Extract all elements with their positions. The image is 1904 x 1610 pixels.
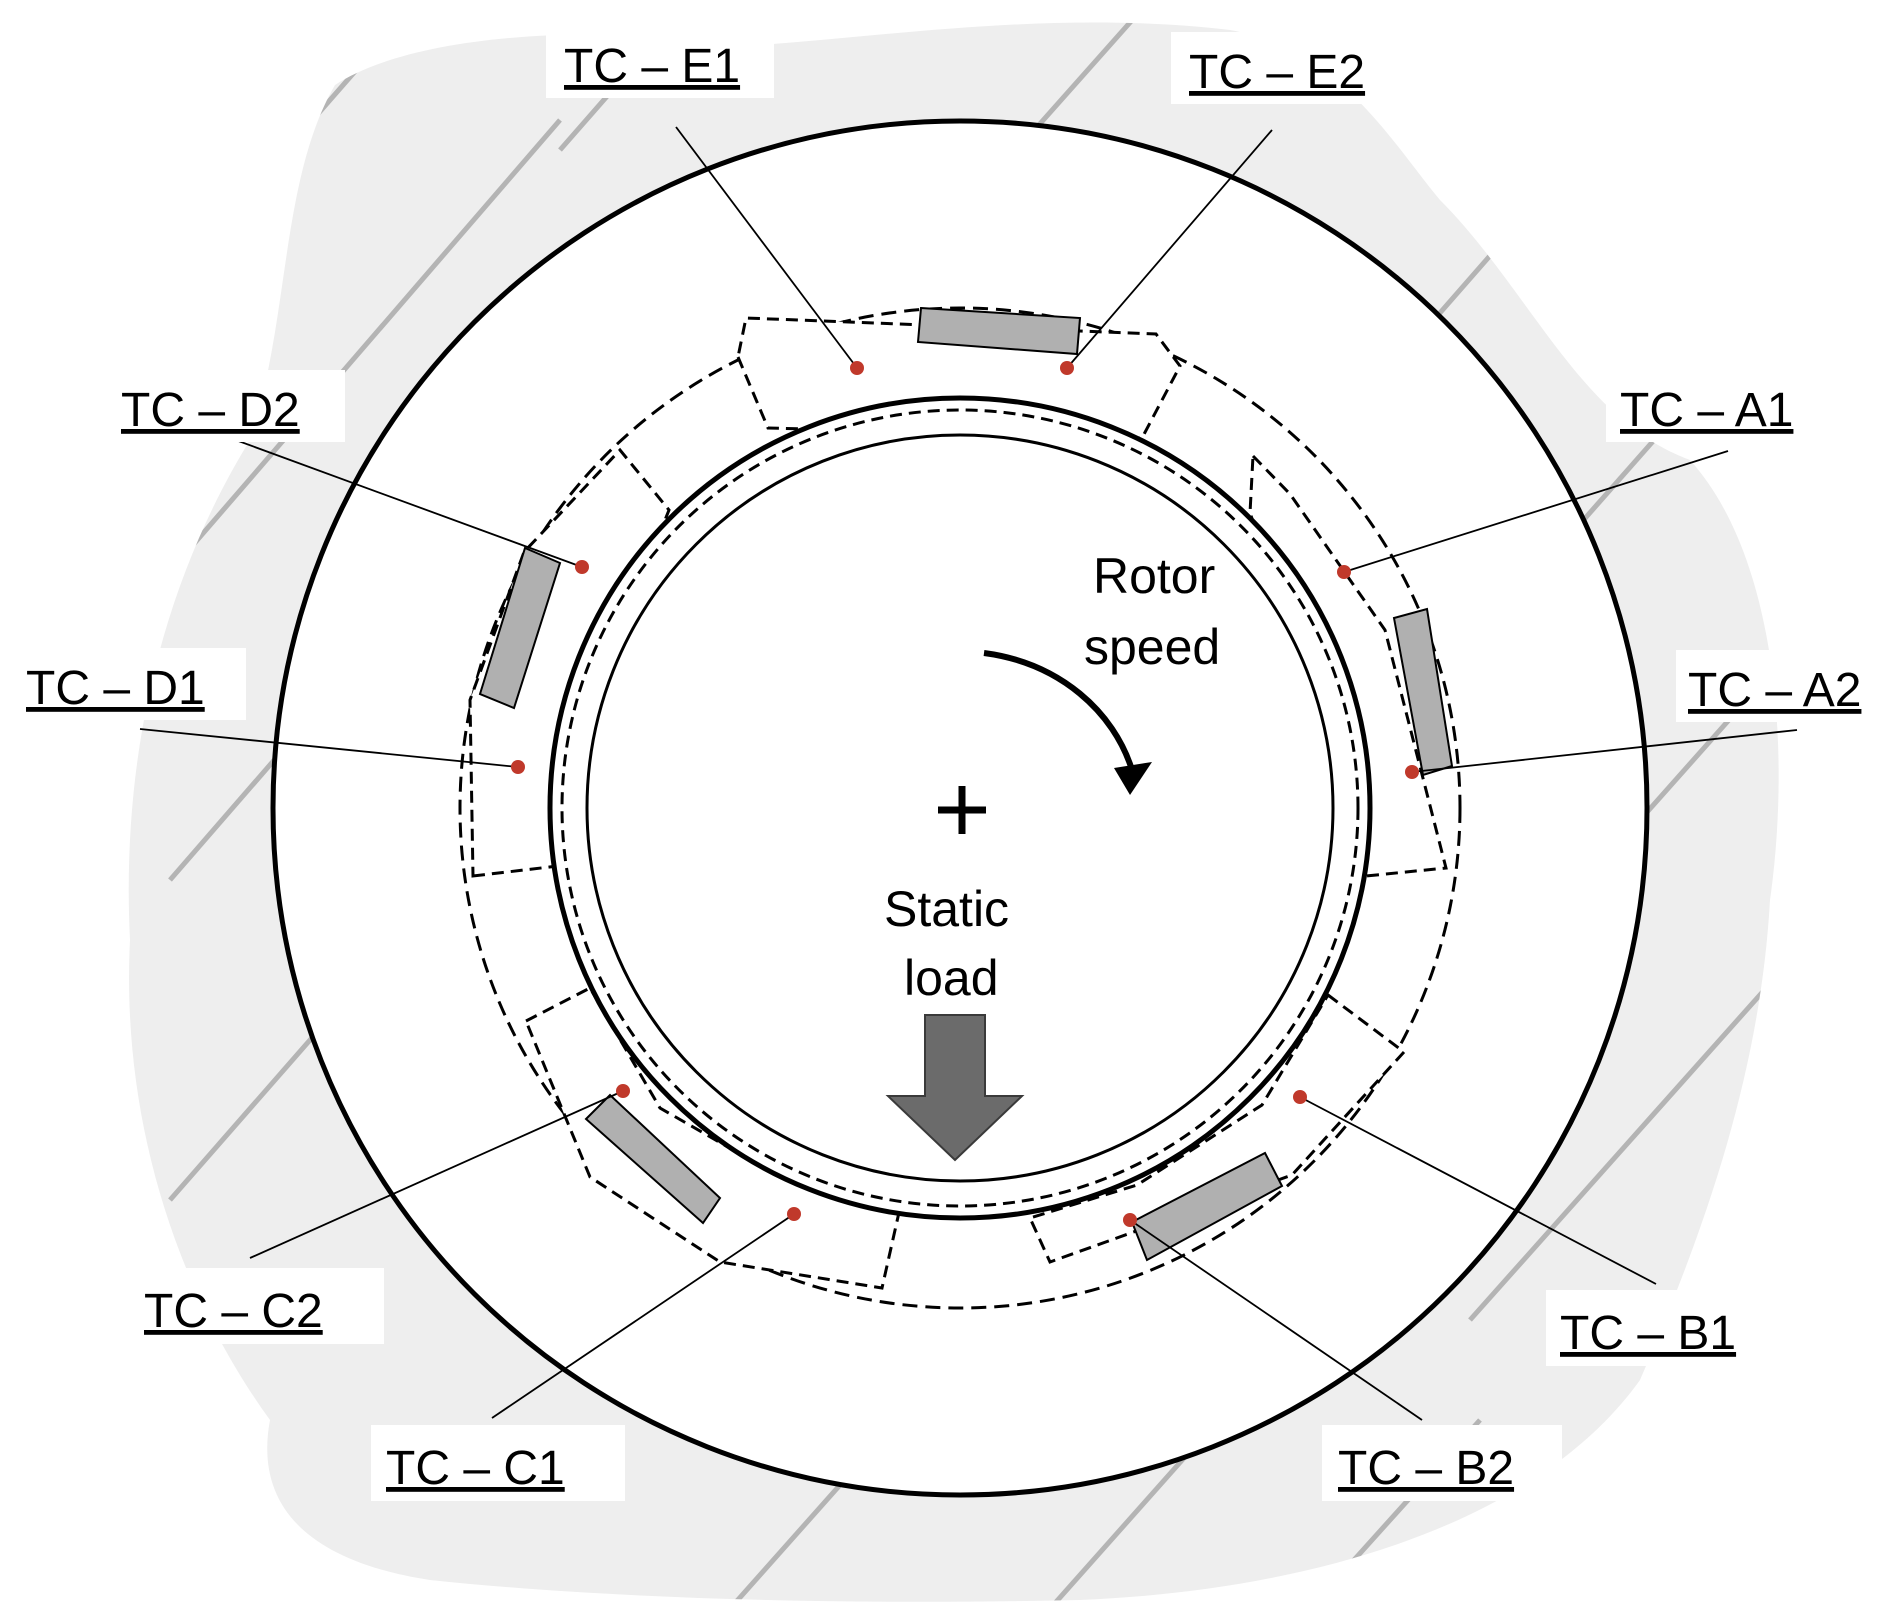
label-bg-B1: [1546, 1290, 1772, 1366]
thermocouple-label-A2: TC – A2: [1688, 664, 1861, 717]
thermocouple-point-B1: [1293, 1090, 1307, 1104]
thermocouple-point-A2: [1405, 765, 1419, 779]
static-load-arrow-icon: [885, 1014, 1025, 1162]
thermocouple-label-E2: TC – E2: [1189, 46, 1365, 99]
pad-insert-lower-right: [1130, 1151, 1284, 1262]
leader-A2: [1411, 729, 1798, 773]
rotor-speed-label-line1: Rotor: [1093, 548, 1215, 604]
thermocouple-label-A1: TC – A1: [1620, 384, 1793, 437]
static-load-label-line1: Static: [884, 881, 1009, 937]
leader-B2: [1129, 1219, 1423, 1421]
thermocouple-point-D1: [511, 760, 525, 774]
thermocouple-label-B2: TC – B2: [1338, 1442, 1514, 1495]
leader-A1: [1343, 450, 1729, 573]
pad-insert-left: [478, 546, 562, 710]
label-bg-C2: [128, 1268, 384, 1344]
rotor-rotation-arrow-icon: [983, 650, 1135, 771]
leader-C1: [491, 1213, 795, 1419]
thermocouple-label-D2: TC – D2: [121, 384, 300, 437]
leader-D1: [139, 728, 519, 768]
leader-C2: [249, 1090, 624, 1259]
pad-box-lower-right: [1027, 992, 1407, 1264]
thermocouple-label-B1: TC – B1: [1560, 1307, 1736, 1360]
inner-dashed-circle: [560, 408, 1360, 1208]
leader-E2: [1066, 129, 1273, 369]
label-bg-E2: [1171, 32, 1399, 104]
leader-D2: [221, 434, 583, 568]
thermocouple-point-C2: [616, 1084, 630, 1098]
label-bg-D2: [105, 370, 345, 442]
pad-insert-right: [1392, 607, 1454, 777]
thermocouple-point-A1: [1337, 565, 1351, 579]
rotor-center-plus-icon: [938, 786, 986, 834]
leader-E1: [675, 126, 858, 369]
label-bg-D1: [10, 648, 246, 720]
thermocouple-label-C1: TC – C1: [386, 1442, 565, 1495]
thermocouple-point-D2: [575, 560, 589, 574]
thermocouple-label-C2: TC – C2: [144, 1285, 323, 1338]
leader-B1: [1299, 1096, 1657, 1285]
rotor-speed-label-line2: speed: [1084, 619, 1220, 675]
pad-outer-dashed-circle: [458, 306, 1462, 1310]
label-bg-E1: [546, 26, 774, 98]
static-load-label-line2: load: [904, 950, 999, 1006]
thermocouple-label-D1: TC – D1: [26, 662, 205, 715]
thermocouple-point-E1: [850, 361, 864, 375]
rotor-rotation-arrowhead: [1114, 762, 1152, 795]
label-bg-A1: [1606, 370, 1832, 442]
label-bg-A2: [1676, 650, 1902, 722]
label-bg-B2: [1322, 1425, 1562, 1501]
label-bg-C1: [371, 1425, 625, 1501]
thermocouple-point-B2: [1123, 1213, 1137, 1227]
pad-insert-lower-left: [584, 1093, 722, 1225]
thermocouple-label-E1: TC – E1: [564, 40, 740, 93]
thermocouple-point-C1: [787, 1207, 801, 1221]
thermocouple-point-E2: [1060, 361, 1074, 375]
pad-insert-top: [916, 306, 1082, 356]
